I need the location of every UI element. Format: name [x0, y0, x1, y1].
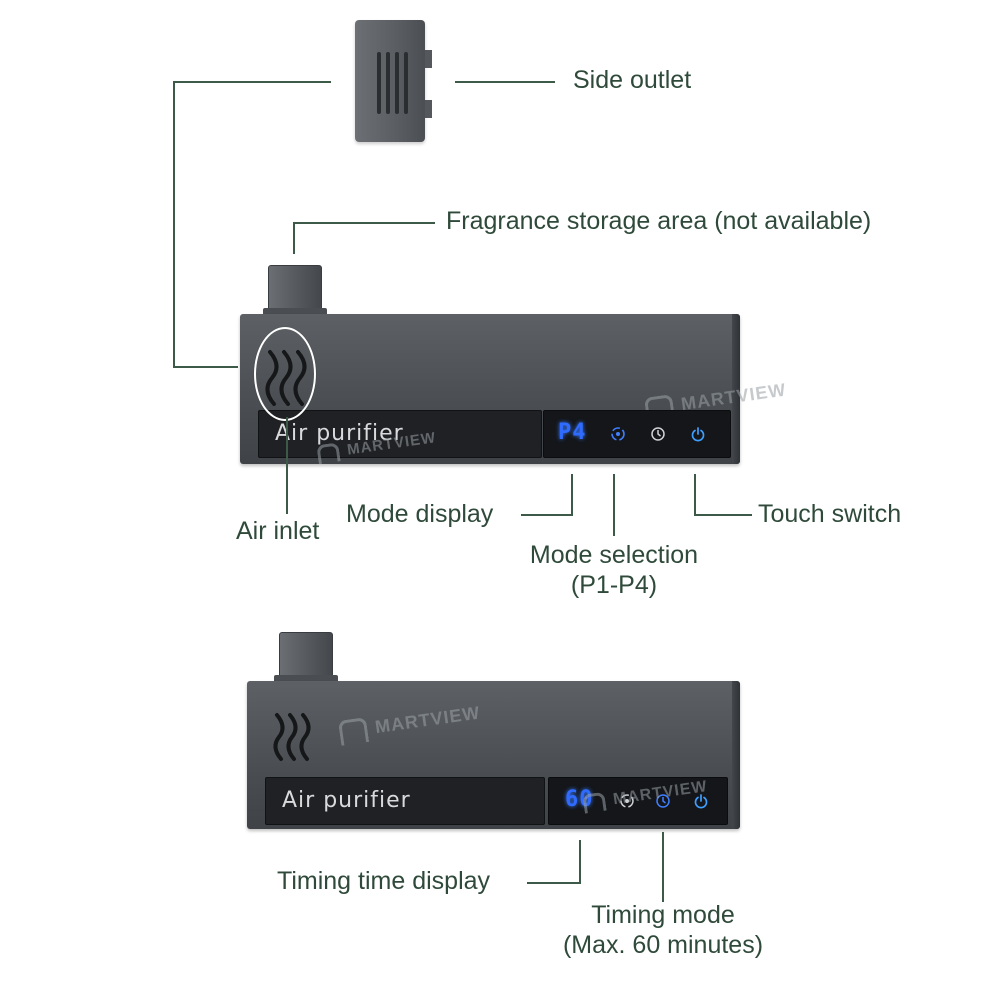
timing-mode-line	[662, 832, 664, 902]
timing-display-line-horizontal	[527, 882, 581, 884]
control-panel-top: P4	[543, 410, 731, 458]
mode-display-label: Mode display	[346, 500, 494, 528]
label-panel-top: Air purifier MARTVIEW	[258, 410, 542, 465]
mode-selection-line	[613, 474, 615, 536]
watermark-bottom-panel: MARTVIEW	[582, 777, 709, 814]
mode-display-line-vertical	[571, 474, 573, 516]
air-purifier-top: MARTVIEW Air purifier MARTVIEW P4	[240, 314, 788, 465]
label-panel-bottom: Air purifier	[265, 777, 545, 825]
fragrance-cap-top	[263, 265, 327, 316]
fragrance-line-vertical	[293, 222, 295, 254]
panel-label-bottom: Air purifier	[282, 788, 411, 813]
side-outlet-part	[355, 20, 432, 142]
touch-switch-label: Touch switch	[758, 500, 902, 528]
air-inlet-waves-bottom-icon	[273, 713, 311, 761]
panel-label-top: Air purifier	[275, 421, 404, 446]
timing-display-label: Timing time display	[277, 867, 491, 895]
air-inlet-label: Air inlet	[236, 517, 320, 545]
fragrance-label: Fragrance storage area (not available)	[446, 207, 872, 235]
touch-switch-line-vertical	[694, 474, 696, 516]
air-purifier-bottom: MARTVIEW Air purifier 60 MARTVIEW	[247, 681, 740, 829]
mode-display-line-horizontal	[521, 514, 573, 516]
mode-display: P4	[558, 420, 587, 445]
control-panel-bottom: 60 MARTVIEW	[548, 777, 728, 825]
timing-display: 60	[565, 787, 594, 812]
fragrance-line-horizontal	[293, 222, 435, 224]
side-outlet-label: Side outlet	[573, 66, 692, 94]
timer-icon[interactable]	[655, 793, 671, 809]
side-outlet-line-left	[173, 81, 331, 83]
air-inlet-line	[286, 417, 288, 514]
timing-mode-label: Timing mode (Max. 60 minutes)	[562, 901, 764, 959]
timing-display-line-vertical	[579, 840, 581, 884]
touch-switch-line-horizontal	[694, 514, 752, 516]
fragrance-cap-bottom	[274, 632, 338, 683]
mode-icon[interactable]	[610, 426, 626, 442]
timer-icon[interactable]	[650, 426, 666, 442]
side-outlet-line-to-inlet	[173, 366, 238, 368]
power-icon[interactable]	[693, 793, 709, 809]
side-outlet-line-right	[455, 81, 555, 83]
mode-selection-label: Mode selection (P1-P4)	[529, 541, 699, 599]
watermark-bottom-top: MARTVIEW	[337, 701, 482, 746]
power-icon[interactable]	[690, 426, 706, 442]
air-inlet-highlight	[254, 327, 316, 421]
mode-icon[interactable]	[619, 793, 635, 809]
side-outlet-line-vertical	[173, 81, 175, 368]
